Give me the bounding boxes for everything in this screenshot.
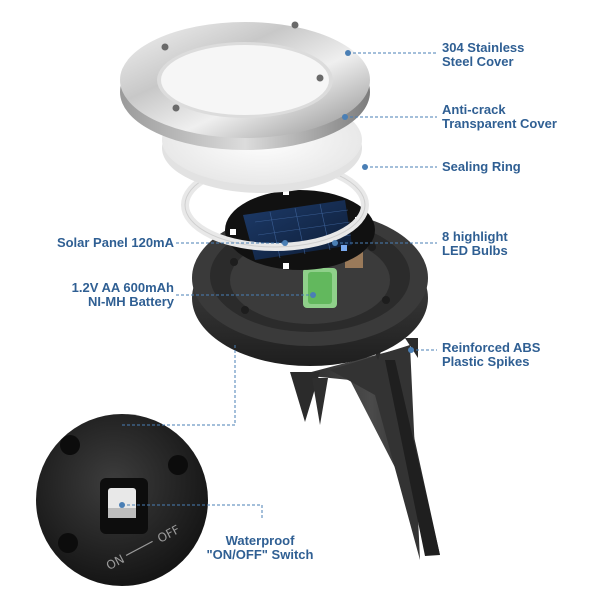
plastic-spikes [290, 338, 440, 560]
label-sealing-ring: Sealing Ring [442, 159, 521, 174]
switch-inset: ON OFF [36, 414, 208, 586]
leader-dots [119, 50, 414, 508]
label-battery: 1.2V AA 600mAh NI-MH Battery [71, 280, 174, 309]
label-switch: Waterproof "ON/OFF" Switch [206, 533, 314, 562]
label-solar-panel: Solar Panel 120mA [56, 235, 174, 250]
label-led-bulbs: 8 highlight LED Bulbs [442, 229, 508, 258]
label-transparent-cover: Anti-crack Transparent Cover [442, 102, 557, 131]
leader-lines [122, 52, 437, 520]
label-spikes: Reinforced ABS Plastic Spikes [442, 340, 541, 369]
steel-cover [120, 21, 370, 150]
label-steel-cover: 304 Stainless Steel Cover [442, 40, 525, 69]
